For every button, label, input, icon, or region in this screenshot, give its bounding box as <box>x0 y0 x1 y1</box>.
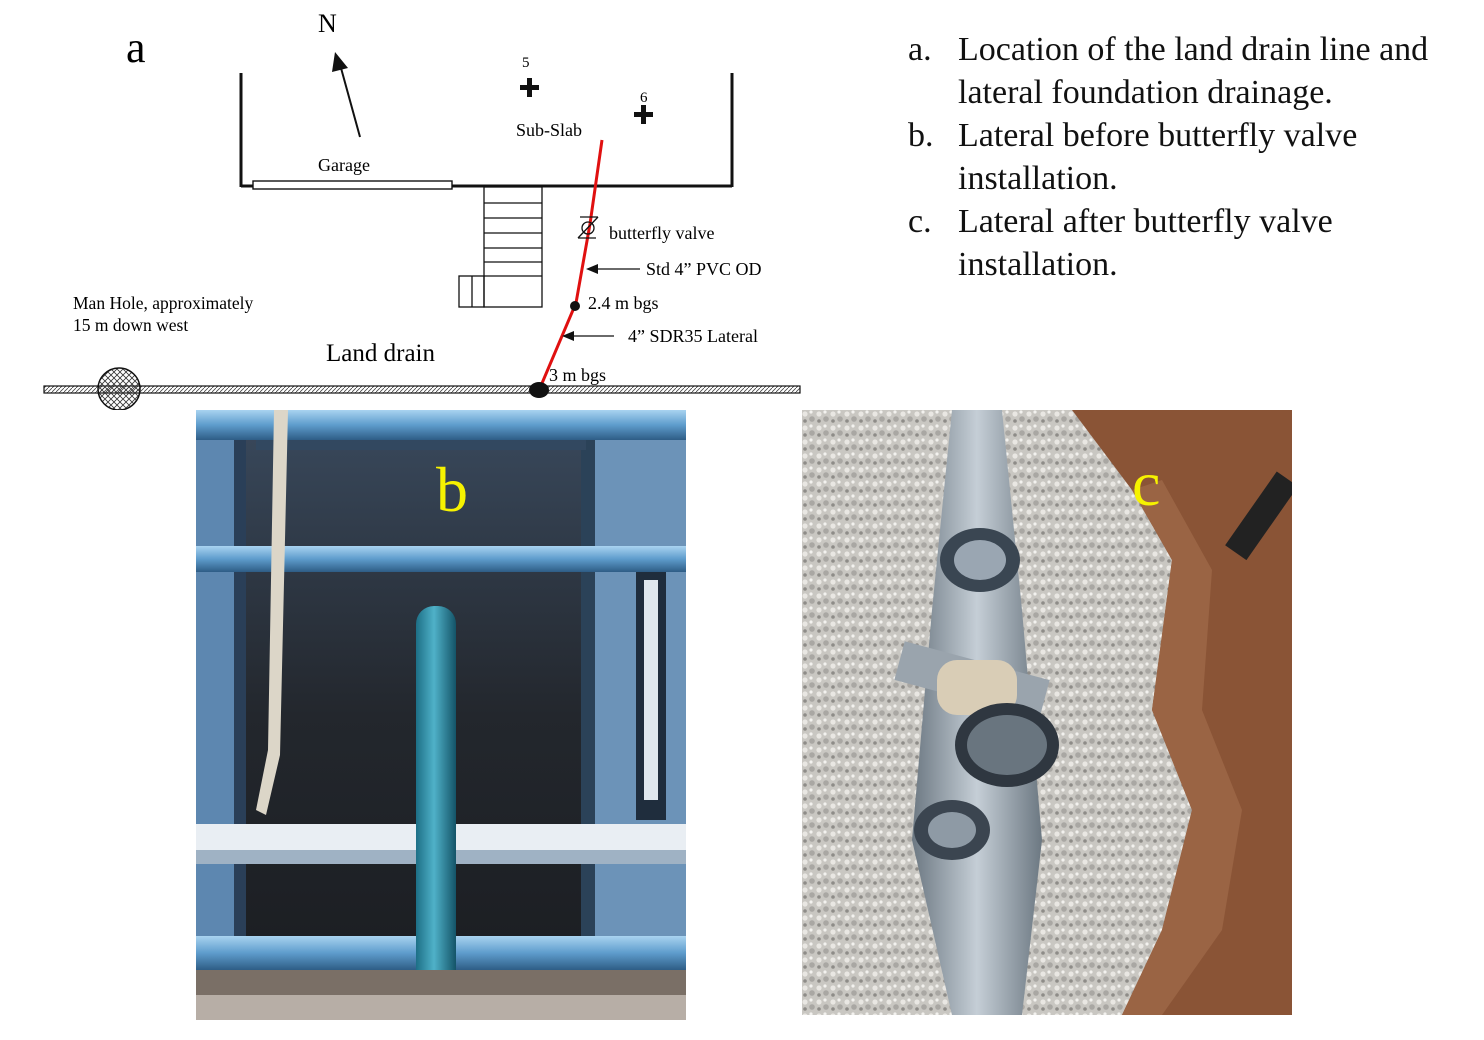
garage-label: Garage <box>318 155 370 175</box>
north-arrow-icon <box>332 52 361 138</box>
arrow-left-icon <box>586 264 640 274</box>
stairs <box>458 186 543 308</box>
panel-a-label: a <box>126 23 146 72</box>
manhole-icon <box>97 367 141 410</box>
sub-slab-label: Sub-Slab <box>516 120 582 140</box>
plus-marker-icon <box>634 105 653 124</box>
butterfly-valve-icon <box>577 216 599 239</box>
caption-text: lateral foundation drainage. <box>958 74 1333 111</box>
land-drain-label: Land drain <box>326 340 435 367</box>
depth-point-marker <box>570 301 580 311</box>
depth-3-label: 3 m bgs <box>549 365 606 385</box>
caption-letter: b. <box>908 117 934 154</box>
photo-trench-after-valve: c <box>802 410 1292 1015</box>
caption-letter: a. <box>908 31 932 68</box>
butterfly-valve-label: butterfly valve <box>609 223 714 243</box>
figure-caption-list: a. Location of the land drain line and l… <box>908 28 1478 286</box>
caption-text: installation. <box>958 160 1118 197</box>
photo-trench-before-valve: b <box>196 410 686 1020</box>
pvc-label: Std 4” PVC OD <box>646 259 762 279</box>
depth-2-4-label: 2.4 m bgs <box>588 293 659 313</box>
caption-item-a: a. Location of the land drain line and l… <box>908 28 1478 114</box>
photo-c-label: c <box>1132 448 1161 519</box>
plus-marker-icon <box>520 78 539 97</box>
land-drain-pipe <box>43 385 801 394</box>
manhole-label-line1: Man Hole, approximately <box>73 293 254 313</box>
caption-text: installation. <box>958 246 1118 283</box>
marker-5-label: 5 <box>522 55 530 71</box>
valve-photo-illustration <box>802 410 1292 1015</box>
lateral-drain-line <box>538 139 604 389</box>
caption-text: Location of the land drain line and <box>958 31 1429 68</box>
caption-text: Lateral after butterfly valve <box>958 203 1333 240</box>
manhole-label-line2: 15 m down west <box>73 315 188 335</box>
caption-text: Lateral before butterfly valve <box>958 117 1358 154</box>
trench-photo-illustration <box>196 410 686 1020</box>
marker-6-label: 6 <box>640 90 648 106</box>
site-plan-diagram: a N Garage 5 6 Sub-Slab <box>43 9 801 410</box>
caption-item-c: c. Lateral after butterfly valve install… <box>908 200 1478 286</box>
caption-letter: c. <box>908 203 932 240</box>
north-label: N <box>318 9 337 38</box>
lateral-label: 4” SDR35 Lateral <box>628 326 758 346</box>
junction-point-marker <box>529 382 549 398</box>
garage-door <box>252 180 453 190</box>
arrow-left-icon <box>562 331 614 341</box>
photo-b-label: b <box>436 454 468 525</box>
caption-item-b: b. Lateral before butterfly valve instal… <box>908 114 1478 200</box>
building-outline <box>239 73 734 188</box>
